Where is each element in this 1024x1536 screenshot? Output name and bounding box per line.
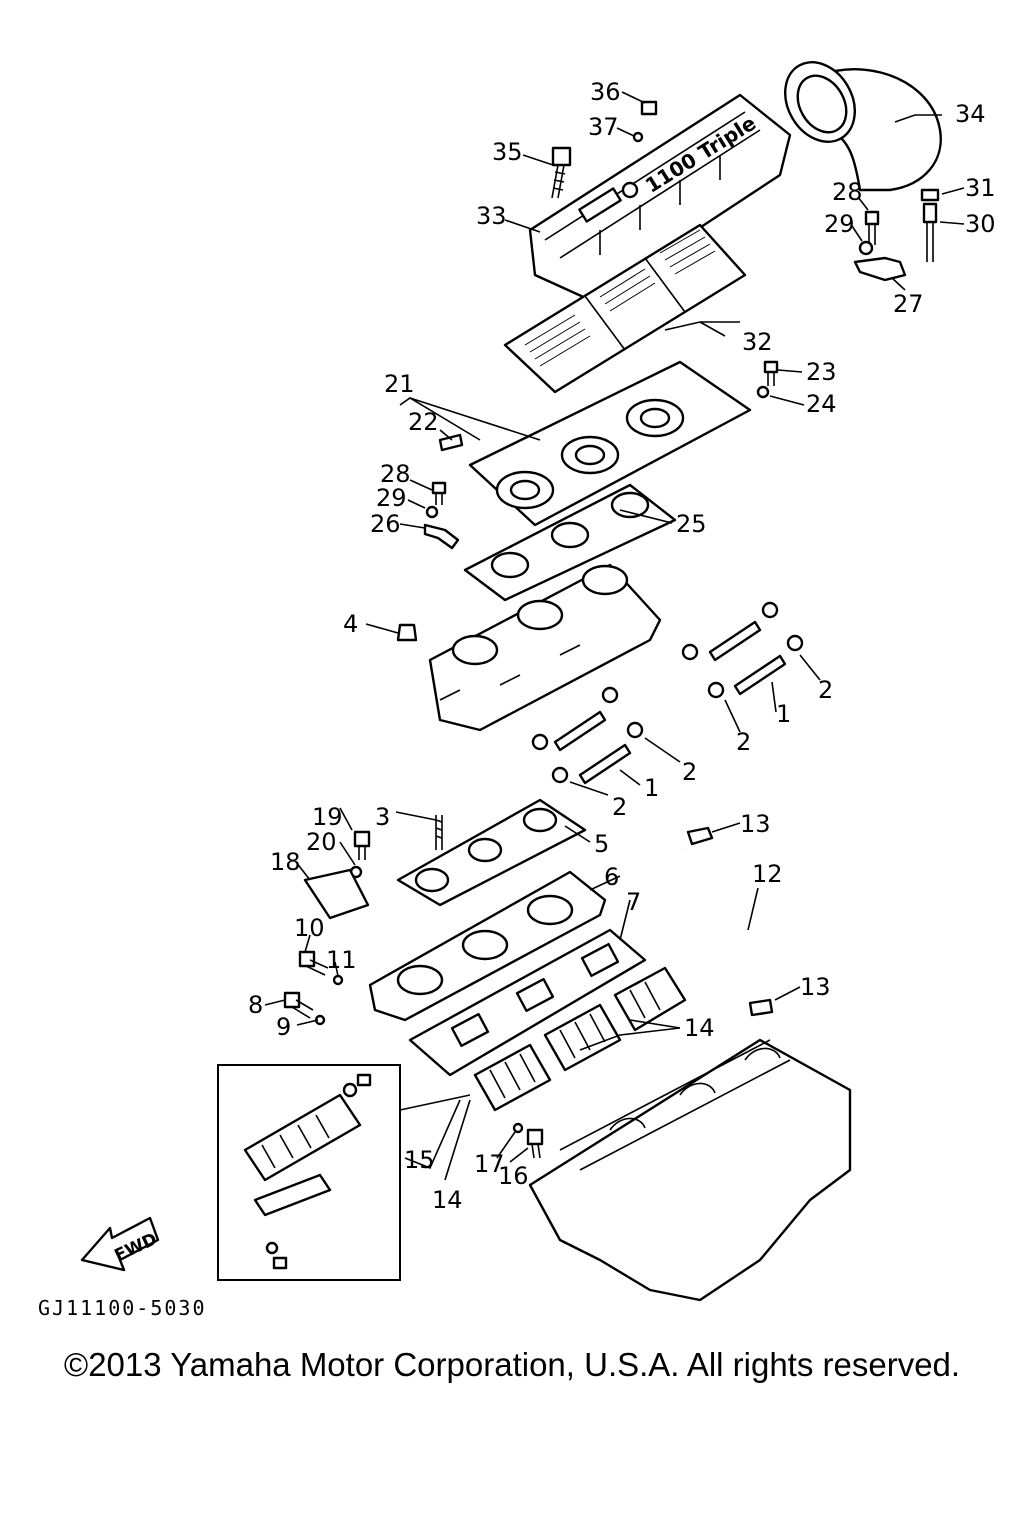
callout-27: 27 (893, 290, 924, 318)
callout-29: 29 (824, 210, 855, 238)
callout-13b: 13 (800, 973, 831, 1001)
bolt-28b-part (431, 481, 447, 505)
bracket-27-part (853, 256, 907, 282)
callout-labels: 36 37 35 34 33 28 31 29 30 27 32 23 21 2… (248, 78, 996, 1214)
filter-elements-part (503, 223, 747, 394)
callout-17: 17 (474, 1150, 505, 1178)
callout-10: 10 (294, 914, 325, 942)
callout-2d: 2 (612, 793, 627, 821)
callout-29b: 29 (376, 484, 407, 512)
sensor-30-part (922, 202, 938, 262)
callout-32: 32 (742, 328, 773, 356)
callout-2c: 2 (682, 758, 697, 786)
bolt-10-part (298, 950, 329, 976)
bolt-35-part (551, 146, 572, 199)
cap-36-part (640, 100, 658, 116)
callout-31: 31 (965, 174, 996, 202)
hoses-1-part (553, 620, 787, 785)
leader-lines (264, 91, 965, 1181)
intake-elbow-part (784, 61, 942, 192)
figure-code: GJ11100-5030 (38, 1296, 207, 1320)
washer-24-part (756, 385, 770, 399)
callout-9: 9 (276, 1013, 291, 1041)
washer-11-part (332, 974, 344, 986)
gasket-25-part (463, 483, 677, 602)
clamp-26-part (423, 523, 460, 550)
callout-34: 34 (955, 100, 986, 128)
callout-11: 11 (326, 946, 357, 974)
callout-14a: 14 (684, 1014, 715, 1042)
fwd-arrow-icon: FWD (80, 1216, 160, 1272)
callout-12: 12 (752, 860, 783, 888)
callout-7: 7 (626, 888, 641, 916)
callout-19: 19 (312, 803, 343, 831)
callout-1b: 1 (644, 774, 659, 802)
nut-4-part (396, 623, 418, 642)
bracket-18-part (303, 868, 370, 920)
callout-2b: 2 (736, 728, 751, 756)
callout-20: 20 (306, 828, 337, 856)
cover-plate-part (468, 360, 752, 527)
bolt-16-part (526, 1128, 544, 1159)
callout-26: 26 (370, 510, 401, 538)
bolt-19-part (353, 830, 371, 860)
callout-15: 15 (404, 1146, 435, 1174)
fitting-13a-part (686, 826, 714, 846)
washer-29-part (858, 240, 874, 256)
callout-16: 16 (498, 1162, 529, 1190)
callout-28: 28 (832, 178, 863, 206)
bolt-8-part (283, 991, 314, 1019)
washer-29b-part (425, 505, 439, 519)
stud-3-part (435, 815, 443, 850)
callout-1a: 1 (776, 700, 791, 728)
callout-6: 6 (604, 863, 619, 891)
gasket-5-part (396, 798, 587, 907)
copyright-notice: ©2013 Yamaha Motor Corporation, U.S.A. A… (63, 1346, 961, 1383)
callout-25: 25 (676, 510, 707, 538)
fitting-22-part (438, 433, 464, 452)
hose-12-part (674, 848, 765, 1006)
callout-35: 35 (492, 138, 523, 166)
washer-17-part (512, 1122, 524, 1134)
reed-valve-body-6-part (368, 870, 607, 1022)
callout-22: 22 (408, 408, 439, 436)
bolt-28-part (864, 210, 880, 245)
callout-30: 30 (965, 210, 996, 238)
reed-valves-14-part (473, 966, 687, 1112)
fitting-13b-part (748, 998, 774, 1017)
callout-28b: 28 (380, 460, 411, 488)
cap-31-part (920, 188, 940, 202)
callout-13a: 13 (740, 810, 771, 838)
crankcase-part (528, 1038, 852, 1302)
clamps-2-part (531, 601, 804, 784)
callout-37: 37 (588, 113, 619, 141)
callout-5: 5 (594, 830, 609, 858)
callout-23: 23 (806, 358, 837, 386)
callout-3: 3 (375, 803, 390, 831)
callout-33: 33 (476, 202, 507, 230)
callout-18: 18 (270, 848, 301, 876)
callout-2a: 2 (818, 676, 833, 704)
gasket-7-part (408, 928, 647, 1077)
callout-14b: 14 (432, 1186, 463, 1214)
callout-21: 21 (384, 370, 415, 398)
detail-inset (217, 1064, 471, 1281)
manifold-assembly-part (428, 563, 662, 732)
callout-36: 36 (590, 78, 621, 106)
callout-8: 8 (248, 991, 263, 1019)
callout-24: 24 (806, 390, 837, 418)
bolt-23-part (763, 360, 779, 386)
exploded-parts-diagram: 1100 Triple (80, 61, 996, 1302)
callout-4: 4 (343, 610, 358, 638)
oring-37-part (632, 131, 644, 143)
